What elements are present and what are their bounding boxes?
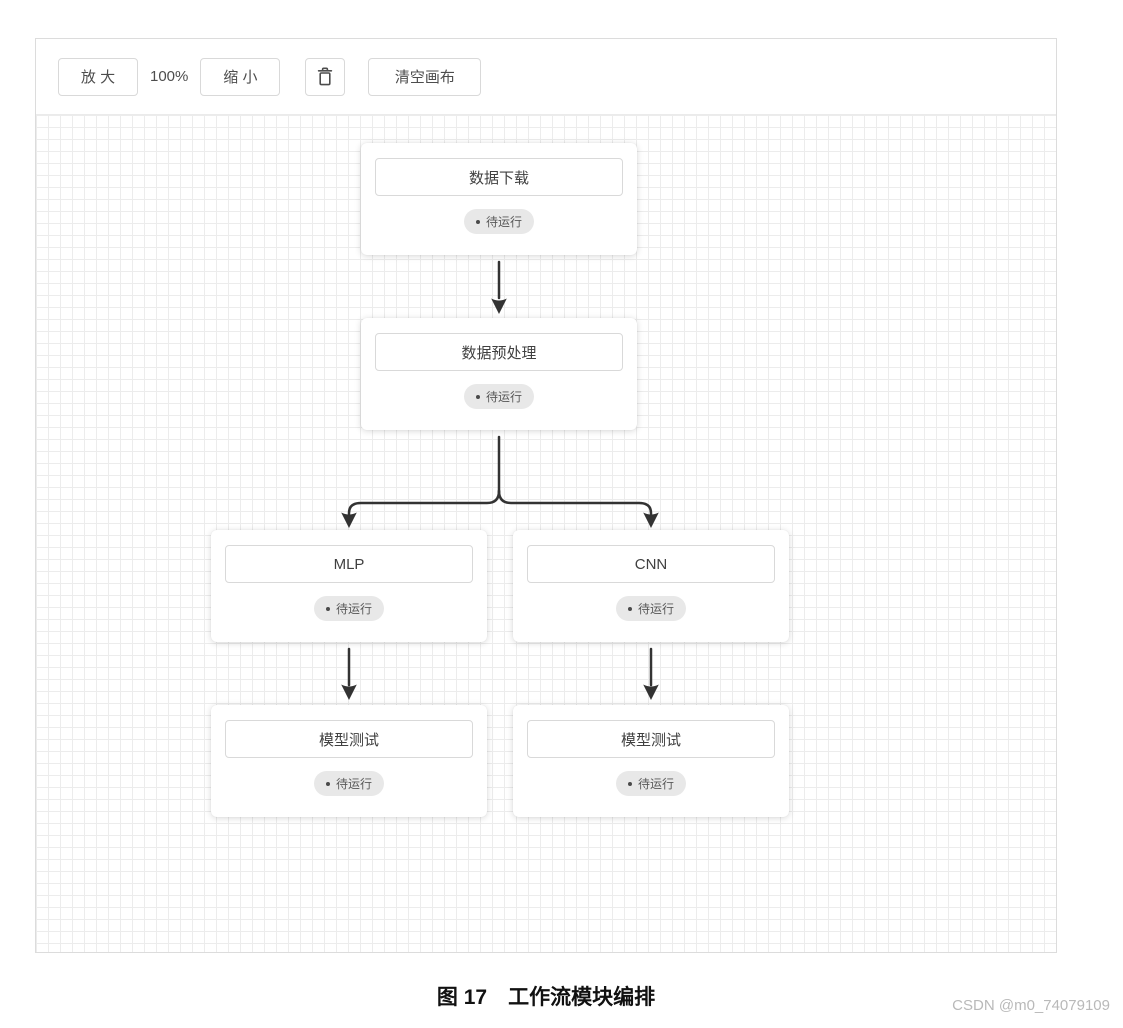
status-label: 待运行 xyxy=(637,777,675,791)
edge-mlp-test xyxy=(341,647,357,700)
status-dot-icon xyxy=(325,781,330,786)
clear-canvas-button[interactable]: 清空画布 xyxy=(368,57,482,96)
status-badge: 待运行 xyxy=(463,384,535,409)
node-title: 模型测试 xyxy=(225,720,473,758)
status-badge: 待运行 xyxy=(615,771,687,796)
edge-cnn-test xyxy=(643,647,659,700)
zoom-out-button[interactable]: 缩 小 xyxy=(200,57,281,96)
node-model-test-left[interactable]: 模型测试 待运行 xyxy=(211,705,487,817)
status-label: 待运行 xyxy=(485,215,523,229)
trash-icon xyxy=(316,67,334,87)
node-title: CNN xyxy=(527,545,775,583)
status-label: 待运行 xyxy=(637,602,675,616)
delete-button[interactable] xyxy=(305,57,346,96)
node-title: 数据下载 xyxy=(375,158,623,196)
node-title: 数据预处理 xyxy=(375,333,623,371)
edge-preprocess-mlp xyxy=(341,435,501,528)
status-badge: 待运行 xyxy=(313,596,385,621)
status-badge: 待运行 xyxy=(615,596,687,621)
node-title: 模型测试 xyxy=(527,720,775,758)
zoom-in-button[interactable]: 放 大 xyxy=(58,57,138,96)
status-label: 待运行 xyxy=(335,602,373,616)
node-data-download[interactable]: 数据下载 待运行 xyxy=(361,143,637,255)
node-cnn[interactable]: CNN 待运行 xyxy=(513,530,789,642)
status-badge: 待运行 xyxy=(463,209,535,234)
edge-preprocess-cnn xyxy=(497,489,659,528)
canvas-toolbar: 放 大 100% 缩 小 清空画布 xyxy=(36,39,1056,114)
watermark-text: CSDN @m0_74079109 xyxy=(952,997,1110,1014)
workflow-canvas[interactable]: 数据下载 待运行 数据预处理 待运行 MLP 待运行 CNN 待 xyxy=(36,114,1056,952)
status-label: 待运行 xyxy=(335,777,373,791)
status-dot-icon xyxy=(325,606,330,611)
edge-download-preprocess xyxy=(491,260,507,314)
status-dot-icon xyxy=(627,781,632,786)
node-title: MLP xyxy=(225,545,473,583)
node-data-preprocess[interactable]: 数据预处理 待运行 xyxy=(361,318,637,430)
status-dot-icon xyxy=(475,394,480,399)
status-dot-icon xyxy=(475,219,480,224)
node-mlp[interactable]: MLP 待运行 xyxy=(211,530,487,642)
zoom-level-value: 100% xyxy=(150,68,189,85)
workflow-editor-panel: 放 大 100% 缩 小 清空画布 xyxy=(35,38,1057,953)
status-label: 待运行 xyxy=(485,390,523,404)
status-badge: 待运行 xyxy=(313,771,385,796)
figure-caption: 图 17 工作流模块编排 xyxy=(436,986,656,1009)
status-dot-icon xyxy=(627,606,632,611)
node-model-test-right[interactable]: 模型测试 待运行 xyxy=(513,705,789,817)
